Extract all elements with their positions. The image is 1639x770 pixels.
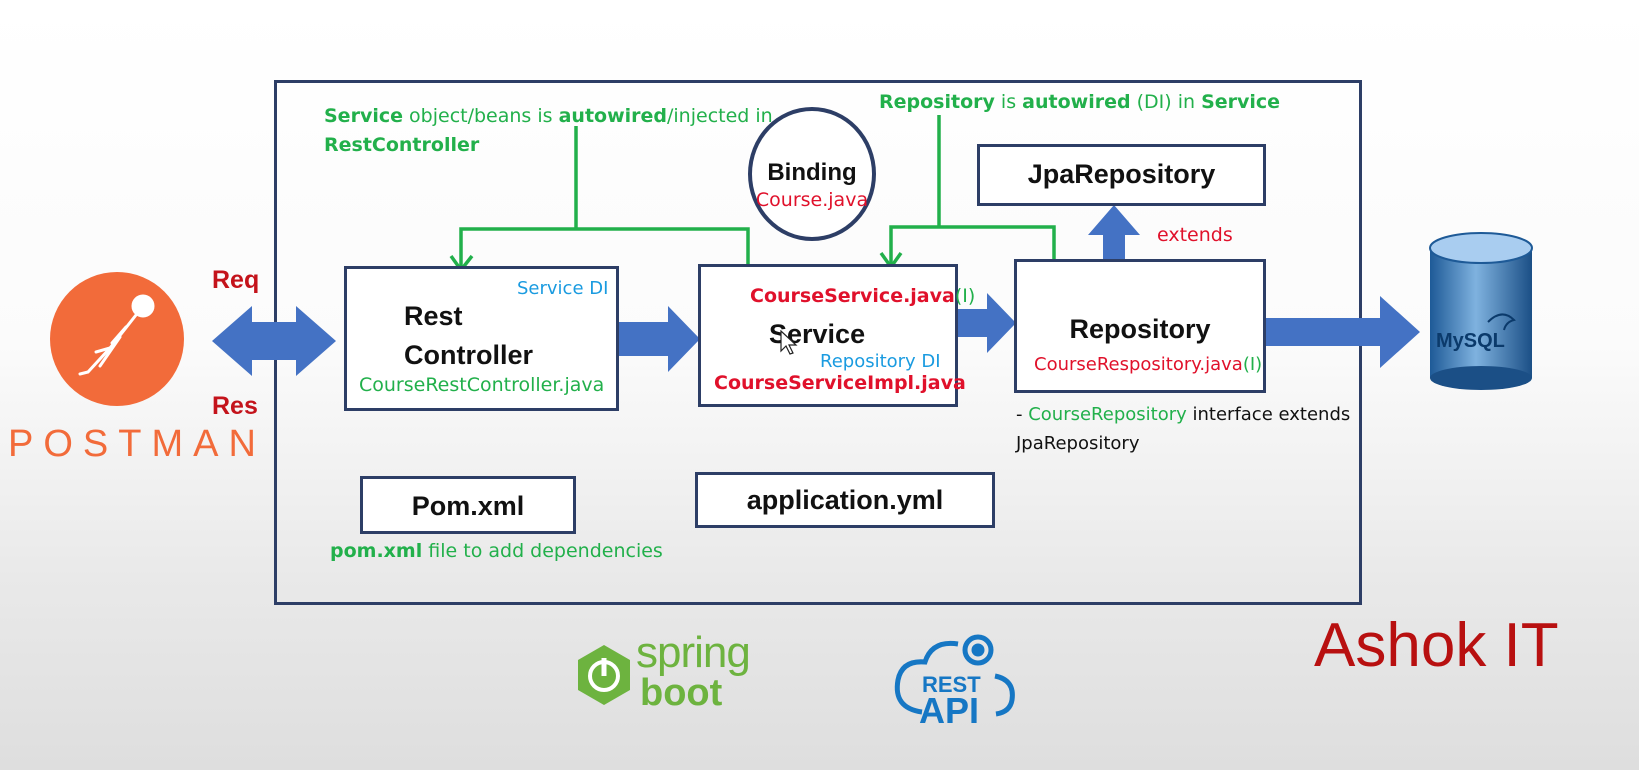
service-to-repository-arrow	[957, 293, 1016, 353]
jpa-repository-title: JpaRepository	[1027, 159, 1216, 189]
repository-file: CourseRespository.java(I)	[1034, 354, 1263, 375]
cloud-gear-icon	[894, 634, 1015, 717]
extends-arrow	[1088, 205, 1140, 262]
rest-wordmark: REST	[922, 672, 981, 697]
controller-to-service-arrow	[618, 306, 700, 372]
spring-power-icon	[578, 645, 630, 705]
service-box: CourseService.java(I) Service Repository…	[698, 264, 975, 407]
controller-file: CourseRestController.java	[359, 374, 605, 396]
repository-to-mysql-arrow	[1266, 296, 1420, 368]
mysql-label: MySQL	[1436, 330, 1505, 352]
application-yml-title: application.yml	[746, 485, 944, 515]
api-wordmark: API	[919, 690, 980, 731]
repository-title: Repository	[1069, 314, 1211, 344]
extends-label: extends	[1157, 224, 1233, 246]
rest-controller-title-line1: Rest	[404, 301, 463, 331]
rest-controller-title-line2: Controller	[404, 340, 534, 370]
mysql-database-icon	[1429, 232, 1533, 390]
service-interface-file: CourseService.java(I)	[750, 285, 976, 307]
pom-note: pom.xml file to add dependencies	[330, 540, 663, 562]
binding-circle: Binding Course.java	[748, 107, 876, 241]
boot-wordmark: boot	[640, 672, 723, 714]
rest-controller-box: Service DI Rest Controller CourseRestCon…	[344, 266, 619, 411]
brand-logo: Ashok IT	[1314, 611, 1559, 680]
postman-logo-text: POSTMAN	[8, 423, 266, 465]
binding-file: Course.java	[755, 189, 869, 211]
application-yml-box: application.yml	[695, 472, 995, 528]
binding-title: Binding	[767, 159, 857, 186]
pom-xml-title: Pom.xml	[411, 491, 525, 521]
service-di-note: Repository is autowired (DI) in Service	[879, 91, 1281, 113]
res-label: Res	[212, 392, 258, 420]
spring-wordmark: spring	[636, 628, 751, 677]
controller-di-note: Service object/beans is autowired/inject…	[324, 105, 773, 156]
pom-xml-box: Pom.xml	[360, 476, 576, 534]
repository-box: Repository CourseRespository.java(I)	[1014, 259, 1266, 393]
repository-interface-note: - CourseRepository interface extends Jpa…	[1016, 404, 1351, 454]
postman-astronaut-icon	[50, 272, 184, 406]
mouse-cursor-icon	[780, 330, 798, 355]
req-label: Req	[212, 266, 260, 294]
repository-di-label: Repository DI	[820, 351, 941, 372]
req-res-double-arrow	[212, 306, 336, 376]
rest-controller-title: Rest Controller	[404, 297, 533, 375]
service-impl-file: CourseServiceImpl.java	[714, 372, 966, 394]
service-di-label: Service DI	[517, 278, 609, 299]
jpa-repository-box: JpaRepository	[977, 144, 1266, 206]
